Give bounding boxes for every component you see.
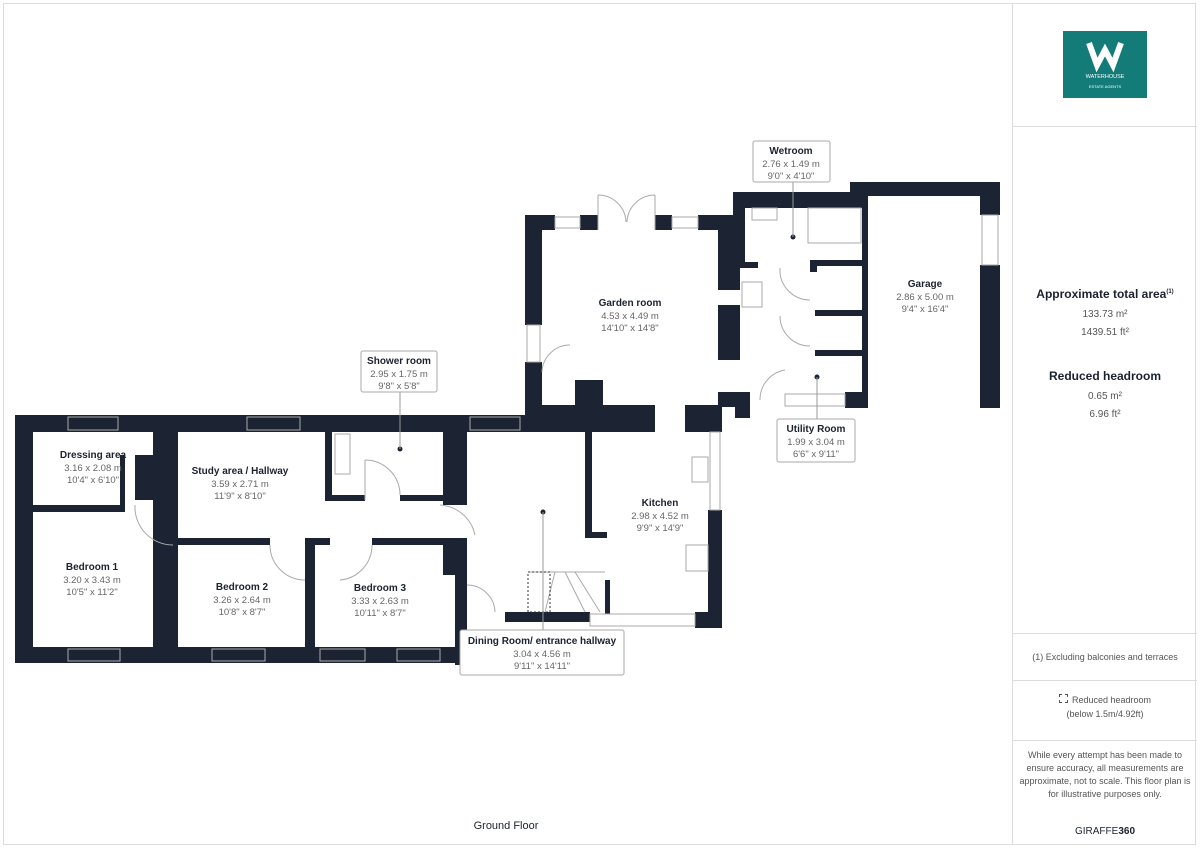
room-metric: 3.59 x 2.71 m bbox=[211, 479, 269, 490]
room-imperial: 9'4" x 16'4" bbox=[902, 304, 949, 315]
room-label: Dressing area 3.16 x 2.08 m10'4" x 6'10" bbox=[60, 450, 127, 486]
room-name: Garage bbox=[908, 279, 943, 290]
room-imperial: 9'9" x 14'9" bbox=[637, 523, 684, 534]
room-label: Kitchen 2.98 x 4.52 m9'9" x 14'9" bbox=[631, 498, 689, 534]
disclaimer: While every attempt has been made to ens… bbox=[1019, 750, 1191, 799]
w-logo-icon: WATERHOUSE ESTATE AGENTS bbox=[1086, 41, 1125, 89]
room-name: Study area / Hallway bbox=[192, 466, 289, 477]
room-imperial: 11'9" x 8'10" bbox=[214, 491, 265, 502]
room-metric: 4.53 x 4.49 m bbox=[601, 311, 659, 322]
total-area-title: Approximate total area(1) bbox=[1036, 287, 1174, 301]
reduced-headroom-ft2: 6.96 ft² bbox=[1089, 409, 1121, 420]
reduced-headroom-m2: 0.65 m² bbox=[1088, 391, 1122, 402]
svg-text:ESTATE AGENTS: ESTATE AGENTS bbox=[1089, 84, 1122, 89]
room-metric: 1.99 x 3.04 m bbox=[787, 437, 845, 448]
room-imperial: 6'6" x 9'11" bbox=[793, 449, 839, 460]
room-name: Shower room bbox=[367, 356, 431, 367]
dashed-box-icon bbox=[1058, 694, 1068, 703]
room-label: Bedroom 3 3.33 x 2.63 m10'11" x 8'7" bbox=[351, 583, 409, 619]
room-label: Shower room 2.95 x 1.75 m9'8" x 5'8" bbox=[367, 356, 431, 392]
page-frame bbox=[3, 3, 1196, 845]
reduced-headroom-title: Reduced headroom bbox=[1048, 369, 1162, 383]
room-label: Utility Room 1.99 x 3.04 m6'6" x 9'11" bbox=[787, 424, 846, 460]
room-name: Garden room bbox=[599, 298, 662, 309]
room-imperial: 14'10" x 14'8" bbox=[601, 323, 658, 334]
room-metric: 2.95 x 1.75 m bbox=[370, 369, 428, 380]
room-metric: 3.16 x 2.08 m bbox=[64, 463, 122, 474]
credit: GIRAFFE360 bbox=[1074, 826, 1136, 837]
legend-reduced-headroom: Reduced headroom bbox=[1013, 694, 1197, 706]
room-label: Bedroom 2 3.26 x 2.64 m10'8" x 8'7" bbox=[213, 582, 271, 618]
room-name: Bedroom 2 bbox=[216, 582, 269, 593]
room-imperial: 10'8" x 8'7" bbox=[219, 607, 266, 618]
room-metric: 3.26 x 2.64 m bbox=[213, 595, 271, 606]
room-metric: 2.76 x 1.49 m bbox=[762, 159, 820, 170]
brand-logo: WATERHOUSE ESTATE AGENTS bbox=[1063, 31, 1147, 98]
room-metric: 3.33 x 2.63 m bbox=[351, 596, 409, 607]
room-name: Dressing area bbox=[60, 450, 127, 461]
room-metric: 3.20 x 3.43 m bbox=[63, 575, 121, 586]
total-area-m2: 133.73 m² bbox=[1082, 309, 1128, 320]
room-label: Garage 2.86 x 5.00 m9'4" x 16'4" bbox=[896, 279, 954, 315]
floor-plan: Dressing area 3.16 x 2.08 m10'4" x 6'10" S… bbox=[15, 140, 1000, 676]
room-metric: 2.86 x 5.00 m bbox=[896, 292, 954, 303]
svg-text:WATERHOUSE: WATERHOUSE bbox=[1086, 74, 1125, 80]
room-label: Garden room 4.53 x 4.49 m14'10" x 14'8" bbox=[599, 298, 662, 334]
room-imperial: 10'11" x 8'7" bbox=[354, 608, 405, 619]
room-metric: 3.04 x 4.56 m bbox=[513, 649, 571, 660]
room-name: Wetroom bbox=[769, 146, 812, 157]
room-label: Wetroom 2.76 x 1.49 m9'0" x 4'10" bbox=[762, 146, 820, 182]
footnote: (1) Excluding balconies and terraces bbox=[1032, 652, 1178, 662]
room-name: Bedroom 1 bbox=[66, 562, 119, 573]
room-label: Dining Room/ entrance hallway 3.04 x 4.56… bbox=[468, 636, 617, 672]
total-area-ft2: 1439.51 ft² bbox=[1081, 327, 1129, 338]
room-imperial: 10'4" x 6'10" bbox=[67, 475, 119, 486]
room-name: Utility Room bbox=[787, 424, 846, 435]
room-label: Study area / Hallway 3.59 x 2.71 m11'9" x… bbox=[192, 466, 289, 502]
room-imperial: 10'5" x 11'2" bbox=[66, 587, 117, 598]
legend-reduced-headroom-note: (below 1.5m/4.92ft) bbox=[1066, 709, 1144, 719]
room-name: Bedroom 3 bbox=[354, 583, 407, 594]
info-panel: WATERHOUSE ESTATE AGENTS Approximate tot… bbox=[1012, 3, 1197, 845]
room-label: Bedroom 1 3.20 x 3.43 m10'5" x 11'2" bbox=[63, 562, 121, 598]
room-name: Dining Room/ entrance hallway bbox=[468, 636, 617, 647]
fixtures bbox=[67, 194, 999, 662]
room-metric: 2.98 x 4.52 m bbox=[631, 511, 689, 522]
room-imperial: 9'0" x 4'10" bbox=[768, 171, 815, 182]
floor-label: Ground Floor bbox=[473, 820, 539, 832]
room-imperial: 9'11" x 14'11" bbox=[514, 661, 570, 672]
room-name: Kitchen bbox=[642, 498, 679, 509]
room-imperial: 9'8" x 5'8" bbox=[378, 381, 420, 392]
